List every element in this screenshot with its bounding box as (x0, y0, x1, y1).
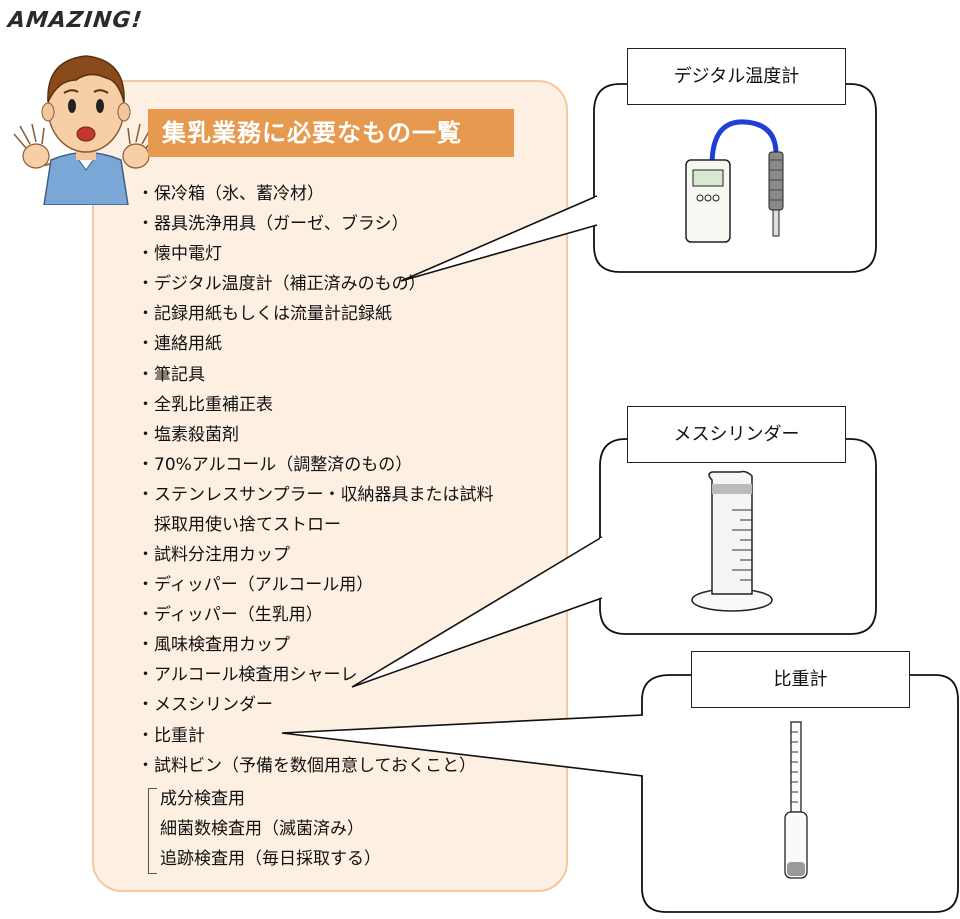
list-item: ・70%アルコール（調整済のもの） (137, 455, 413, 475)
checklist-title: 集乳業務に必要なもの一覧 (148, 109, 514, 157)
graduated-cylinder-icon (691, 470, 773, 612)
list-item: ・連絡用紙 (137, 334, 222, 354)
list-item: ・全乳比重補正表 (137, 395, 273, 415)
list-item: 採取用使い捨てストロー (137, 515, 341, 535)
list-item: ・試料分注用カップ (137, 545, 290, 565)
list-item: ・アルコール検査用シャーレ (137, 665, 358, 685)
sub-list-item: 成分検査用 (160, 789, 245, 809)
list-item: ・懐中電灯 (137, 244, 222, 264)
list-item: ・デジタル温度計（補正済みのもの） (137, 274, 426, 294)
list-item: ・試料ビン（予備を数個用意しておくこと） (137, 756, 476, 776)
cylinder-label: メスシリンダー (627, 406, 846, 463)
list-item: ・メスシリンダー (137, 695, 273, 715)
list-item: ・器具洗浄用具（ガーゼ、ブラシ） (137, 214, 409, 234)
list-item: ・比重計 (137, 726, 205, 746)
list-item: ・筆記具 (137, 365, 205, 385)
cylinder-callout (351, 438, 877, 688)
list-item: ・保冷箱（氷、蓄冷材） (137, 184, 324, 204)
list-item: ・風味検査用カップ (137, 635, 290, 655)
hydrometer-label: 比重計 (691, 651, 910, 708)
list-item: ・記録用紙もしくは流量計記録紙 (137, 304, 392, 324)
list-item: ・ステンレスサンプラー・収納器具または試料 (137, 485, 494, 505)
hydrometer-callout (281, 674, 959, 913)
list-item: ・ディッパー（アルコール用） (137, 575, 374, 595)
thermometer-label: デジタル温度計 (627, 48, 846, 105)
hydrometer-icon (784, 721, 808, 879)
digital-thermometer-icon (685, 119, 784, 243)
list-item: ・ディッパー（生乳用） (137, 605, 323, 625)
surprised-man-illustration (13, 55, 159, 205)
thermometer-callout (400, 83, 877, 282)
sub-list-item: 追跡検査用（毎日採取する） (160, 849, 381, 869)
list-item: ・塩素殺菌剤 (137, 425, 239, 445)
sub-list-item: 細菌数検査用（滅菌済み） (160, 819, 364, 839)
sub-list-bracket (148, 788, 157, 874)
